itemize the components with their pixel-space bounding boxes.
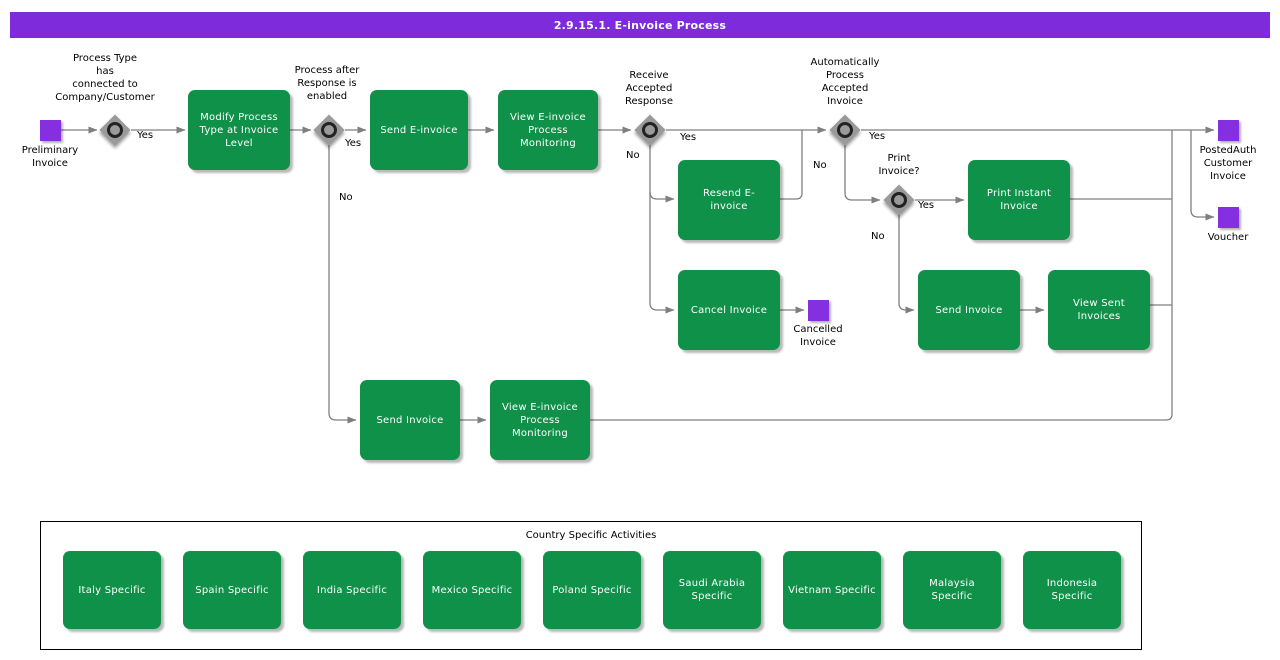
event-label: Voucher (1207, 232, 1249, 243)
connector-edge (780, 130, 803, 200)
gateway-label: Automatically Process Accepted Invoice (810, 57, 880, 107)
task-view-sent-invoices[interactable]: View Sent Invoices (1048, 270, 1150, 350)
event-preliminary-invoice[interactable] (40, 120, 61, 141)
page-title: 2.9.15.1. E-invoice Process (553, 18, 727, 32)
task-mexico-specific[interactable]: Mexico Specific (423, 551, 521, 629)
branch-label-no: No (339, 192, 353, 203)
task-poland-specific[interactable]: Poland Specific (543, 551, 641, 629)
task-malaysia-specific[interactable]: Malaysia Specific (903, 551, 1001, 629)
branch-label-yes: Yes (137, 130, 154, 141)
task-send-einvoice[interactable]: Send E-invoice (370, 90, 468, 170)
gateway-process-after-response (313, 114, 345, 146)
task-india-specific[interactable]: India Specific (303, 551, 401, 629)
task-send-invoice-right[interactable]: Send Invoice (918, 270, 1020, 350)
connector-edge (844, 145, 881, 204)
event-label: Cancelled Invoice (793, 324, 843, 348)
gateway-receive-accepted-response (634, 114, 666, 146)
connector-edge (328, 145, 357, 424)
gateway-circle-icon (107, 122, 123, 138)
branch-label-no: No (813, 160, 827, 171)
task-send-invoice-bottom[interactable]: Send Invoice (360, 380, 460, 460)
event-postedauth-customer-invoice[interactable] (1218, 120, 1239, 141)
gateway-auto-process-accepted (829, 114, 861, 146)
branch-label-no: No (871, 231, 885, 242)
branch-label-yes: Yes (345, 138, 362, 149)
gateway-circle-icon (642, 122, 658, 138)
gateway-label: Process after Response is enabled (294, 65, 360, 102)
task-print-instant-invoice[interactable]: Print Instant Invoice (968, 160, 1070, 240)
gateway-process-type-connected (99, 114, 131, 146)
gateway-print-invoice (883, 184, 915, 216)
branch-label-no: No (626, 150, 640, 161)
event-label: PostedAuth Customer Invoice (1199, 145, 1257, 182)
branch-label-yes: Yes (918, 200, 935, 211)
branch-label-yes: Yes (869, 131, 886, 142)
gateway-label: Receive Accepted Response (624, 70, 674, 107)
country-section: Country Specific Activities Italy Specif… (40, 521, 1142, 650)
gateway-label: Print Invoice? (878, 153, 920, 177)
gateway-circle-icon (321, 122, 337, 138)
task-resend-einvoice[interactable]: Resend E- invoice (678, 160, 780, 240)
event-label: Preliminary Invoice (21, 145, 79, 169)
task-cancel-invoice[interactable]: Cancel Invoice (678, 270, 780, 350)
event-voucher[interactable] (1218, 207, 1239, 228)
connector-edge (1190, 130, 1215, 221)
event-cancelled-invoice[interactable] (808, 300, 829, 321)
connector-edge (898, 215, 915, 314)
country-section-title: Country Specific Activities (525, 530, 657, 541)
task-view-einvoice-monitoring-top[interactable]: View E-invoice Process Monitoring (498, 90, 598, 170)
connector-edge (590, 130, 1173, 421)
task-indonesia-specific[interactable]: Indonesia Specific (1023, 551, 1121, 629)
connector-edge (649, 145, 675, 314)
task-italy-specific[interactable]: Italy Specific (63, 551, 161, 629)
gateway-label: Process Type has connected to Company/Cu… (55, 53, 155, 103)
task-vietnam-specific[interactable]: Vietnam Specific (783, 551, 881, 629)
title-bar: 2.9.15.1. E-invoice Process (10, 12, 1270, 38)
branch-label-yes: Yes (680, 132, 697, 143)
connector-edge (649, 191, 675, 203)
gateway-circle-icon (891, 192, 907, 208)
gateway-circle-icon (837, 122, 853, 138)
task-view-einvoice-monitoring-bottom[interactable]: View E-invoice Process Monitoring (490, 380, 590, 460)
task-modify-process-type[interactable]: Modify Process Type at Invoice Level (188, 90, 290, 170)
task-spain-specific[interactable]: Spain Specific (183, 551, 281, 629)
task-saudi-arabia-specific[interactable]: Saudi Arabia Specific (663, 551, 761, 629)
